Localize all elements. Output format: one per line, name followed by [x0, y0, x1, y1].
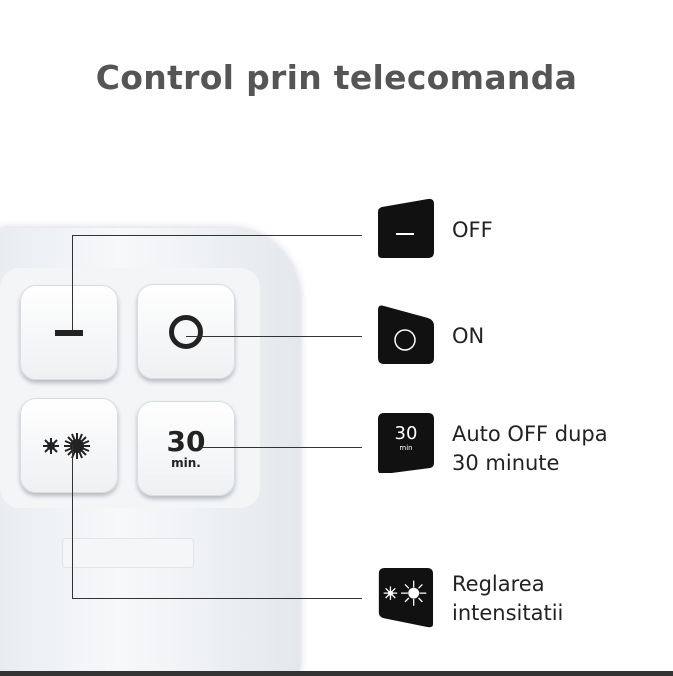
feature-timer-line2: 30 minute [452, 451, 560, 475]
timer-button[interactable]: 30 min. [137, 401, 235, 496]
connector-line-brightness-vertical [72, 445, 73, 598]
connector-line-off-vertical [72, 235, 73, 330]
timer-number: 30 [166, 424, 206, 458]
on-button[interactable] [137, 284, 235, 379]
feature-timer-line1: Auto OFF dupa [452, 422, 608, 446]
circle-icon [169, 314, 203, 349]
feature-brightness-line2: intensitatii [452, 601, 564, 625]
off-dash-icon [378, 198, 434, 258]
feature-brightness-label: Reglarea intensitatii [452, 570, 563, 628]
timer-30-icon: 30 min [374, 413, 434, 473]
on-circle-icon [378, 305, 434, 364]
feature-brightness-line1: Reglarea [452, 572, 545, 596]
feature-off-label: OFF [452, 218, 493, 242]
brightness-icon [378, 568, 434, 628]
feature-on-label: ON [452, 324, 485, 348]
brightness-sun-icon [43, 432, 90, 459]
timer-icon-number: 30 [394, 423, 418, 444]
dash-icon [55, 329, 83, 336]
battery-slot [62, 538, 194, 568]
connector-line-off [72, 235, 362, 236]
connector-line-timer [200, 447, 362, 448]
timer-unit: min. [171, 455, 201, 470]
brightness-button[interactable] [20, 398, 118, 493]
bottom-border [0, 671, 673, 676]
off-button[interactable] [20, 285, 118, 380]
feature-timer-label: Auto OFF dupa 30 minute [452, 420, 608, 478]
page-title: Control prin telecomanda [95, 58, 578, 97]
timer-icon-unit: min [399, 444, 413, 452]
connector-line-brightness [72, 598, 362, 599]
connector-line-on [186, 336, 362, 337]
